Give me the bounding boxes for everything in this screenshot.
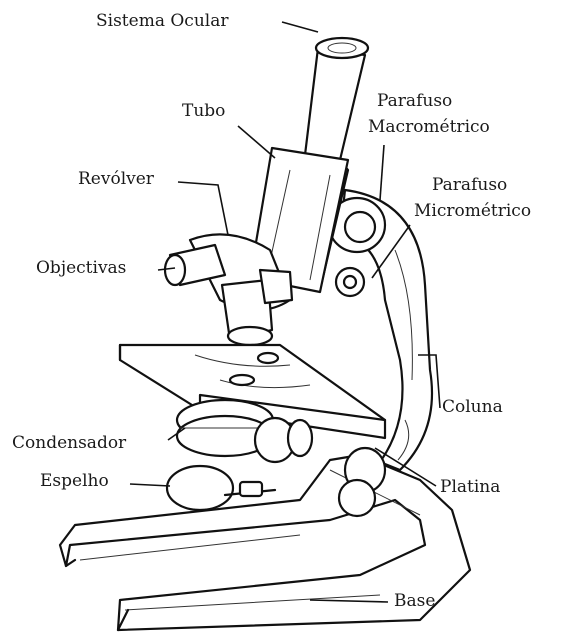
label-objectivas: Objectivas [36,259,126,278]
espelho-shape [167,466,275,510]
label-revolver: Revólver [78,170,154,189]
label-espelho: Espelho [40,472,109,491]
parafuso-micrometrico-knob [336,268,364,296]
label-condensador: Condensador [12,434,126,453]
label-parafuso-micrometrico-1: Parafuso [432,176,507,195]
label-base: Base [394,592,435,611]
label-tubo: Tubo [182,102,225,121]
label-sistema-ocular: Sistema Ocular [96,12,228,31]
label-parafuso-micrometrico-2: Micrométrico [414,202,531,221]
label-parafuso-macrometrico-2: Macrométrico [368,118,490,137]
label-platina: Platina [440,478,500,497]
label-parafuso-macrometrico-1: Parafuso [377,92,452,111]
label-coluna: Coluna [442,398,503,417]
